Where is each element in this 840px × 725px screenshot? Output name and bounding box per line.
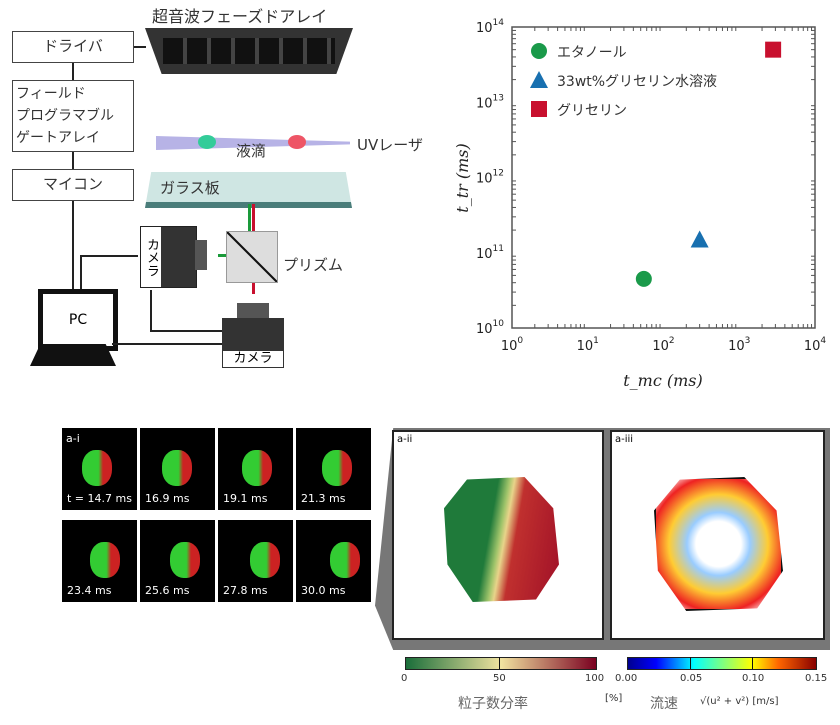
- time-lapse-frame: 25.6 ms: [140, 520, 215, 602]
- legend-marker: [531, 101, 547, 117]
- camera-side: カメラ: [140, 226, 197, 288]
- cb1-tick: 0: [401, 673, 408, 684]
- panel-a-iii-label: a-iii: [615, 434, 634, 445]
- camera-bottom-label: カメラ: [222, 350, 284, 368]
- droplet-image: [242, 450, 272, 486]
- frame-panel-label: a-i: [66, 432, 80, 445]
- panel-a-ii-label: a-ii: [397, 434, 413, 445]
- data-point-square: [765, 41, 782, 58]
- y-tick-label: 1013: [476, 93, 504, 111]
- x-tick-label: 101: [577, 336, 599, 354]
- frame-time: t = 14.7 ms: [67, 492, 132, 505]
- frame-time: 27.8 ms: [223, 584, 268, 597]
- frame-time: 19.1 ms: [223, 492, 268, 505]
- droplet-image: [162, 450, 192, 486]
- cb2-tick: 0.10: [742, 673, 765, 684]
- colorbar-particle-fraction: [405, 657, 597, 670]
- cb2-title: 流速: [650, 696, 678, 712]
- cb2-formula: √(u² + v²) [m/s]: [700, 696, 779, 707]
- cb1-tick: 50: [493, 673, 506, 684]
- x-tick-label: 100: [501, 336, 524, 354]
- uv-laser-label: UVレーザ: [357, 136, 423, 154]
- droplet-red: [288, 135, 306, 149]
- y-tick-label: 1014: [476, 18, 504, 36]
- y-tick-label: 1010: [476, 319, 504, 337]
- driver-box: ドライバ: [12, 31, 134, 63]
- droplet-image: [322, 450, 352, 486]
- frame-time: 25.6 ms: [145, 584, 190, 597]
- legend-marker: [530, 71, 548, 88]
- droplet-green: [198, 135, 216, 149]
- legend-label: 33wt%グリセリン水溶液: [557, 74, 717, 90]
- plot-area: [511, 26, 816, 329]
- microcontroller-box: マイコン: [12, 169, 134, 201]
- phased-array: [145, 28, 353, 74]
- droplet-label: 液滴: [236, 142, 267, 160]
- cb1-unit: [%]: [605, 693, 623, 704]
- x-axis-label: t_mc (ms): [623, 371, 703, 390]
- time-lapse-frame: 21.3 ms: [296, 428, 371, 510]
- fpga-box: フィールド プログラマブル ゲートアレイ: [12, 80, 134, 152]
- scatter-chart: 100 101 102 103 104 1010 1011 1012 1013 1014 t_mc…: [453, 18, 827, 390]
- y-axis-label: t_tr (ms): [453, 143, 472, 212]
- panel-a-iii: a-iii: [610, 430, 825, 640]
- glass-label: ガラス板: [160, 179, 220, 197]
- cb2-tick: 0.05: [680, 673, 703, 684]
- x-tick-label: 102: [652, 336, 674, 354]
- cb2-tick: 0.15: [805, 673, 828, 684]
- camera-bottom: カメラ: [222, 318, 284, 368]
- droplet-image: [90, 542, 120, 578]
- x-tick-label: 104: [804, 336, 827, 354]
- frame-time: 30.0 ms: [301, 584, 346, 597]
- x-tick-label: 103: [728, 336, 750, 354]
- y-tick-label: 1012: [476, 169, 504, 187]
- droplet-image: [82, 450, 112, 486]
- cb1-tick: 100: [585, 673, 605, 684]
- prism-label: プリズム: [283, 256, 344, 274]
- time-lapse-frame: 23.4 ms: [62, 520, 137, 602]
- legend-label: エタノール: [557, 45, 627, 61]
- time-lapse-frame: 19.1 ms: [218, 428, 293, 510]
- velocity-map: [654, 477, 783, 611]
- time-lapse-frame: t = 14.7 ms: [62, 428, 137, 510]
- droplet-image: [170, 542, 200, 578]
- legend-label: グリセリン: [557, 103, 627, 119]
- y-tick-label: 1011: [476, 244, 504, 262]
- frame-time: 21.3 ms: [301, 492, 346, 505]
- droplet-image: [330, 542, 360, 578]
- cb2-tick: 0.00: [615, 673, 638, 684]
- droplet-image: [250, 542, 280, 578]
- time-lapse-frame: 16.9 ms: [140, 428, 215, 510]
- colorbar-speed: [627, 657, 817, 670]
- cb1-title: 粒子数分率: [458, 696, 528, 712]
- time-lapse-frame: 30.0 ms: [296, 520, 371, 602]
- phased-array-label: 超音波フェーズドアレイ: [152, 7, 328, 26]
- panel-a-ii: a-ii: [392, 430, 604, 640]
- data-point-triangle: [690, 230, 709, 248]
- time-lapse-frame: 27.8 ms: [218, 520, 293, 602]
- frame-time: 23.4 ms: [67, 584, 112, 597]
- prism: [226, 231, 278, 283]
- frame-time: 16.9 ms: [145, 492, 190, 505]
- particle-fraction-map: [444, 477, 559, 602]
- pc-laptop: PC: [38, 289, 118, 351]
- data-point-circle: [635, 270, 652, 287]
- legend-marker: [531, 43, 547, 59]
- camera-side-label: カメラ: [141, 227, 161, 287]
